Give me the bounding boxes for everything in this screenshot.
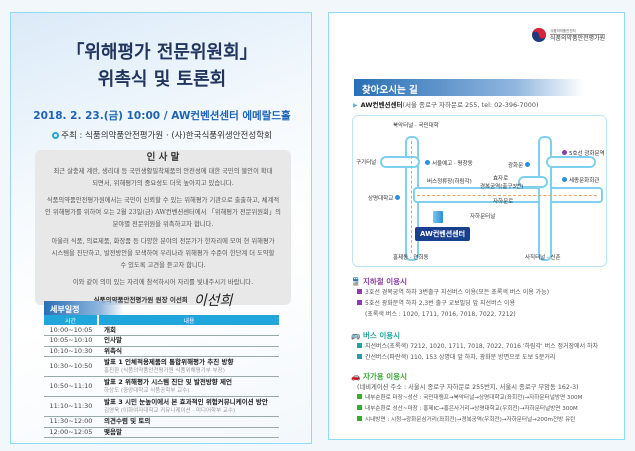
schedule-time: 10:30~10:50: [44, 356, 98, 377]
subway-section: 🚆 지하철 이용시 3호선 경복궁역 하차 3번출구 지선버스 이용(모든 초록…: [351, 276, 621, 320]
schedule-content: 맺음말: [98, 427, 279, 438]
col-time: 시간: [44, 315, 98, 325]
map-label: 홍제동 · 연희동: [393, 255, 429, 261]
subway-line: (초록색 버스 : 1020, 1711, 7016, 7018, 7022, …: [365, 311, 516, 318]
map-label: 자하문터널: [470, 214, 496, 220]
car-route: 내부순환로 성산~마장 : 홍제IC→홍은사거리→상명대학교(우회전)→자하문터…: [357, 404, 626, 415]
schedule-content-title: 의견수렴 및 토의: [104, 417, 151, 426]
car-route: 내부순환로 마장~성산 : 국민대램프→북악터널→상명대학교(좌회전)→자하문터…: [357, 393, 626, 404]
greeting-box: 인 사 말 최근 살충제 계란, 생리대 등 국민생활밀착제품의 안전성에 대한…: [35, 150, 291, 308]
organizer: 주최 : 식품의약품안전평가원 · (사)한국식품위생안전성학회: [11, 129, 313, 141]
schedule-content-title: 위촉식: [104, 346, 122, 355]
schedule-speaker: 홍진환 (식품의약품안전평가원 식품위해평가부 부장): [104, 367, 225, 374]
taegeuk-logo-icon: [532, 28, 546, 42]
greeting-paragraph: 최근 살충제 계란, 생리대 등 국민생활밀착제품의 안전성에 대한 국민의 불…: [53, 168, 273, 187]
subway-title: 🚆 지하철 이용시: [351, 277, 407, 286]
map-label: 구기터널: [356, 160, 377, 166]
schedule-content: 위촉식: [98, 346, 279, 357]
schedule-time: 11:30~12:00: [44, 416, 98, 428]
schedule-content-title: 발표 1 인체적용제품의 통합위해평가 추진 방향: [104, 357, 234, 366]
schedule-content-title: 발표 3 시민 눈높이에서 본 효과적인 위험커뮤니케이션 방안: [104, 397, 268, 406]
car-section: 🚗 자가용 이용시 (네비게이션 주소 : 서울시 종로구 자하문로 255번지…: [351, 371, 626, 426]
schedule-row: 11:30~12:00 의견수렴 및 토의: [44, 416, 279, 428]
schedule-content: 인사말: [98, 335, 279, 347]
schedule-content-title: 맺음말: [104, 427, 122, 436]
schedule-content-title: 발표 2 위해평가 시스템 진단 및 발전방향 제언: [104, 377, 233, 386]
subway-line: 5호선 광화문역 하차 2,3번 출구 교보빌딩 앞 지선버스 이용: [357, 298, 621, 309]
car-route: 시내방면 : 시청→광화문삼거리(좌회전)→경복궁역(우회전)→자하문터널→20…: [357, 415, 626, 426]
car-nav-address: (네비게이션 주소 : 서울시 종로구 자하문로 255번지, 서울시 종로구 …: [357, 384, 579, 391]
bus-title: 🚌 버스 이용시: [351, 331, 401, 340]
schedule-row: 10:00~10:05 개회: [44, 325, 279, 336]
schedule-heading: 세부일정: [44, 301, 124, 318]
schedule-time: 12:00~12:05: [44, 427, 98, 438]
schedule-time: 10:05~10:10: [44, 335, 98, 347]
venue-marker: AW컨벤션센터: [415, 227, 471, 241]
schedule-content: 개회: [98, 325, 279, 336]
logo-main-text: 식품의약품안전평가원: [550, 35, 606, 42]
map-label: 자하문로: [493, 199, 514, 205]
map-label: 버스정류장(하림각): [427, 179, 472, 185]
triangle-icon: ▶: [353, 102, 358, 109]
directions-heading: 찾아오시는 길: [354, 79, 584, 96]
map-label: 세종문화회관: [560, 176, 599, 184]
col-content: 내용: [97, 315, 279, 325]
greeting-paragraph: 아울러 식품, 의료제품, 화장품 등 다양한 분야의 전문가가 한자리에 모여…: [51, 238, 275, 269]
logo-small-text: 식품의약품안전처: [550, 28, 606, 35]
schedule-row: 10:05~10:10 인사말: [44, 335, 279, 347]
signer: 식품의약품안전평가원 원장 이선희: [93, 296, 188, 304]
mfds-logo: 식품의약품안전처 식품의약품안전평가원: [531, 27, 606, 43]
bullet-icon: [52, 132, 60, 139]
map-label: 서울예고 · 평창동: [423, 159, 473, 167]
address-detail: (서울 종로구 자하문로 255, tel: 02-396-7000): [402, 101, 539, 109]
title-line-2: 위촉식 및 토론회: [97, 69, 227, 90]
schedule-speaker: 하상도 (중앙대학교 식품공학부 교수): [104, 387, 190, 394]
title-line-1: 「위해평가 전문위원회」: [66, 42, 258, 63]
greeting-paragraph: 식품의약품안전평가원에서는 국민이 신뢰할 수 있는 위해평가 기관으로 출출하…: [45, 197, 281, 228]
bus-section: 🚌 버스 이용시 지선버스(초록색) 7212, 1020, 1711, 701…: [351, 330, 621, 363]
map-label: 사직터널 · 신촌: [525, 255, 561, 261]
directions-panel: 식품의약품안전처 식품의약품안전평가원 찾아오시는 길 ▶AW컨벤션센터(서울 …: [328, 12, 625, 440]
map-label: 5호선 광화문역: [560, 149, 605, 157]
building-icon: [433, 211, 443, 223]
greeting-title: 인 사 말: [146, 152, 180, 163]
car-title: 🚗 자가용 이용시: [351, 372, 407, 381]
location-map: 북악터널 · 국민대학 구기터널 서울예고 · 평창동 버스정류장(하림각) 상…: [352, 115, 607, 267]
date-venue: 2018. 2. 23.(금) 10:00 / AW컨벤션센터 에메랄드홀: [33, 110, 291, 122]
schedule-time: 10:00~10:05: [44, 325, 98, 336]
map-label: 상명대학교: [368, 194, 402, 202]
organizer-text: 주최 : 식품의약품안전평가원 · (사)한국식품위생안전성학회: [61, 131, 272, 141]
map-label: 북악터널 · 국민대학: [393, 123, 439, 129]
schedule-time: 11:10~11:30: [44, 396, 98, 417]
address: ▶AW컨벤션센터(서울 종로구 자하문로 255, tel: 02-396-70…: [353, 101, 539, 110]
map-label: 효자로: [493, 176, 509, 182]
schedule-row: 12:00~12:05 맺음말: [44, 427, 279, 438]
subway-line: 3호선 경복궁역 하차 3번출구 지선버스 이용(모든 초록색 버스 이용 가능…: [357, 287, 621, 298]
schedule-time: 10:10~10:30: [44, 346, 98, 357]
address-name: AW컨벤션센터: [360, 101, 403, 109]
schedule-speaker: 김영욱 (이화여자대학교 커뮤니케이션 · 미디어학부 교수): [104, 407, 236, 414]
schedule-time: 10:50~11:10: [44, 376, 98, 397]
bus-line: 지선버스(초록색) 7212, 1020, 1711, 7018, 7022, …: [357, 341, 621, 352]
bus-line: 간선버스(파란색) 110, 153 상명대 앞 하차, 광화문 방면으로 도보…: [357, 352, 621, 363]
schedule-row: 10:10~10:30 위촉식: [44, 346, 279, 357]
map-label: 경복궁역(출구3번): [480, 184, 524, 190]
signature: 이선희: [193, 293, 233, 309]
greeting-paragraph: 이와 같이 의미 있는 자리에 참석하시어 자리를 빛내주시기 바랍니다.: [72, 279, 254, 286]
schedule-content-title: 개회: [104, 325, 116, 334]
schedule-content-title: 인사말: [104, 336, 122, 345]
invitation-panel: 「위해평가 전문위원회」 위촉식 및 토론회 2018. 2. 23.(금) 1…: [10, 12, 312, 444]
schedule-content: 의견수렴 및 토의: [98, 416, 279, 428]
map-label: 광화문: [508, 161, 532, 169]
